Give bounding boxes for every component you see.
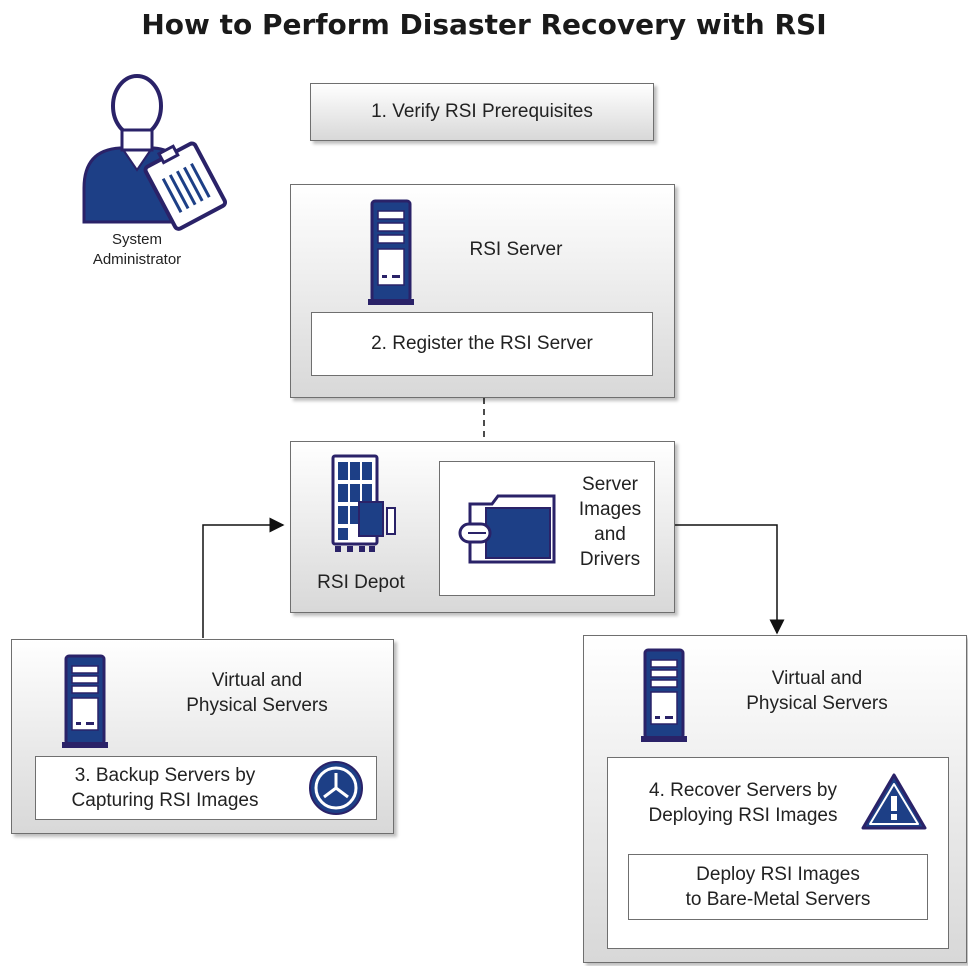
- images-label: Server Images and Drivers: [568, 472, 652, 572]
- deploy-label: Deploy RSI Images to Bare-Metal Servers: [629, 862, 927, 912]
- recover-heading-line2: Physical Servers: [746, 693, 888, 714]
- step2-register-rsi-server: 2. Register the RSI Server: [311, 312, 653, 376]
- server-tower-icon: [368, 199, 414, 305]
- backup-servers-box: Virtual and Physical Servers 3. Backup S…: [11, 639, 394, 834]
- rsi-server-label: RSI Server: [469, 239, 563, 260]
- administrator-clipboard-icon: [82, 74, 228, 231]
- backup-heading-line1: Virtual and: [211, 670, 303, 691]
- recover-heading-line1: Virtual and: [771, 668, 863, 689]
- server-tower-icon: [62, 654, 108, 748]
- images-line3: and: [594, 524, 626, 545]
- server-tower-icon: [641, 648, 687, 742]
- step4-label-line1: 4. Recover Servers by: [649, 780, 837, 801]
- step3-label-line2: Capturing RSI Images: [71, 790, 259, 811]
- page-title: How to Perform Disaster Recovery with RS…: [141, 8, 827, 41]
- system-administrator: System Administrator: [62, 70, 228, 285]
- folder-icon: [458, 494, 556, 564]
- step3-backup-servers: 3. Backup Servers by Capturing RSI Image…: [35, 756, 377, 820]
- deploy-label-line1: Deploy RSI Images: [696, 864, 860, 885]
- images-line1: Server: [582, 474, 638, 495]
- recover-servers-box: Virtual and Physical Servers 4. Recover …: [583, 635, 967, 963]
- recover-heading: Virtual and Physical Servers: [722, 666, 912, 716]
- step4-label-line2: Deploying RSI Images: [648, 805, 838, 826]
- backup-to-depot-arrow: [202, 517, 285, 638]
- step2-label: 2. Register the RSI Server: [371, 333, 593, 354]
- backup-heading: Virtual and Physical Servers: [162, 668, 352, 718]
- actor-label-line1: System: [111, 231, 162, 248]
- step3-label: 3. Backup Servers by Capturing RSI Image…: [40, 763, 290, 813]
- step1-verify-prerequisites: 1. Verify RSI Prerequisites: [310, 83, 654, 141]
- deploy-label-line2: to Bare-Metal Servers: [685, 889, 871, 910]
- actor-label-line2: Administrator: [92, 251, 182, 268]
- images-line2: Images: [578, 499, 642, 520]
- step1-label: 1. Verify RSI Prerequisites: [371, 101, 593, 122]
- warning-icon: [861, 773, 927, 830]
- step4-recover-servers: 4. Recover Servers by Deploying RSI Imag…: [607, 757, 949, 949]
- storage-depot-icon: [331, 454, 396, 552]
- server-images-and-drivers: Server Images and Drivers: [439, 461, 655, 596]
- rsi-depot-box: RSI Depot Server Images and Drivers: [290, 441, 675, 613]
- backup-heading-line2: Physical Servers: [186, 695, 328, 716]
- images-line4: Drivers: [579, 549, 641, 570]
- deploy-bare-metal-box: Deploy RSI Images to Bare-Metal Servers: [628, 854, 928, 920]
- clock-icon: [309, 761, 363, 815]
- rsi-server-box: RSI Server 2. Register the RSI Server: [290, 184, 675, 398]
- rsi-depot-label: RSI Depot: [317, 572, 405, 593]
- step3-label-line1: 3. Backup Servers by: [74, 765, 256, 786]
- step4-label: 4. Recover Servers by Deploying RSI Imag…: [628, 778, 858, 828]
